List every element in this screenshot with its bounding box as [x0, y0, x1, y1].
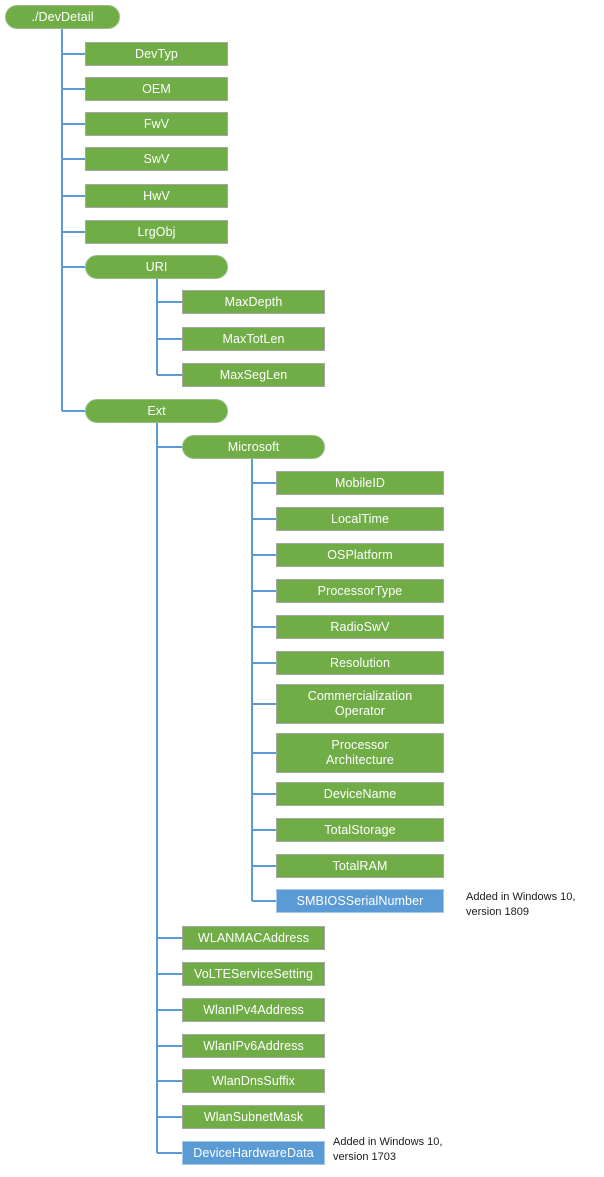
- node-uri[interactable]: URI: [85, 255, 228, 279]
- node-wlandnssuffix[interactable]: WlanDnsSuffix: [182, 1069, 325, 1093]
- node-lrgobj[interactable]: LrgObj: [85, 220, 228, 244]
- node-maxseglen[interactable]: MaxSegLen: [182, 363, 325, 387]
- node-smbiosserialnumber[interactable]: SMBIOSSerialNumber: [276, 889, 444, 913]
- node-radioswv[interactable]: RadioSwV: [276, 615, 444, 639]
- node-mobileid[interactable]: MobileID: [276, 471, 444, 495]
- node-localtime[interactable]: LocalTime: [276, 507, 444, 531]
- node-hwv[interactable]: HwV: [85, 184, 228, 208]
- node-totalstorage[interactable]: TotalStorage: [276, 818, 444, 842]
- node-maxtotlen[interactable]: MaxTotLen: [182, 327, 325, 351]
- node-devicename[interactable]: DeviceName: [276, 782, 444, 806]
- node-processortype[interactable]: ProcessorType: [276, 579, 444, 603]
- node-devicehardwaredata[interactable]: DeviceHardwareData: [182, 1141, 325, 1165]
- node-processor-architecture[interactable]: Processor Architecture: [276, 733, 444, 773]
- annotation-smbios-version: Added in Windows 10, version 1809: [466, 891, 576, 918]
- node-wlansubnetmask[interactable]: WlanSubnetMask: [182, 1105, 325, 1129]
- node-osplatform[interactable]: OSPlatform: [276, 543, 444, 567]
- node-maxdepth[interactable]: MaxDepth: [182, 290, 325, 314]
- node-fwv[interactable]: FwV: [85, 112, 228, 136]
- node-wlanipv4address[interactable]: WlanIPv4Address: [182, 998, 325, 1022]
- node-swv[interactable]: SwV: [85, 147, 228, 171]
- annotation-devicehardwaredata-version: Added in Windows 10, version 1703: [333, 1136, 443, 1163]
- node-resolution[interactable]: Resolution: [276, 651, 444, 675]
- node-totalram[interactable]: TotalRAM: [276, 854, 444, 878]
- node-wlanmacaddress[interactable]: WLANMACAddress: [182, 926, 325, 950]
- node-wlanipv6address[interactable]: WlanIPv6Address: [182, 1034, 325, 1058]
- node-root-devdetail[interactable]: ./DevDetail: [5, 5, 120, 29]
- node-devtyp[interactable]: DevTyp: [85, 42, 228, 66]
- node-commercialization-operator[interactable]: Commercialization Operator: [276, 684, 444, 724]
- node-voltservicesetting[interactable]: VoLTEServiceSetting: [182, 962, 325, 986]
- node-microsoft[interactable]: Microsoft: [182, 435, 325, 459]
- node-oem[interactable]: OEM: [85, 77, 228, 101]
- node-ext[interactable]: Ext: [85, 399, 228, 423]
